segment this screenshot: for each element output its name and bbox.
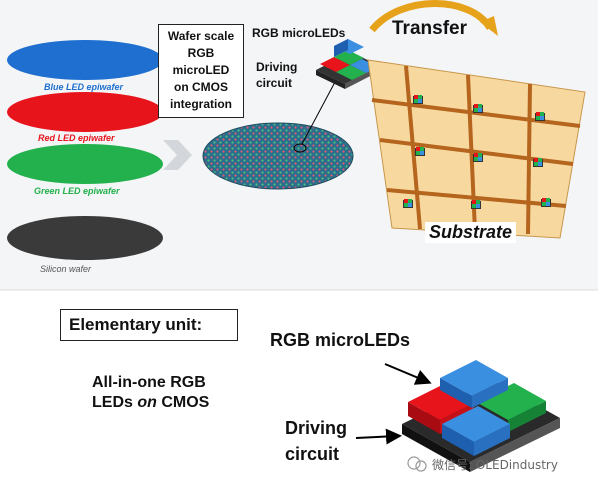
integration-box: Wafer scale RGB microLED on CMOS integra… [158,24,244,118]
all-in-one-line-2: LEDs on CMOS [92,394,209,412]
zoom-circle [293,143,307,153]
transfer-arrow-icon [369,0,493,33]
small-chip-green-2 [334,50,364,65]
substrate-chips [403,95,551,209]
small-chip-red [320,57,350,72]
blue-wafer-label: Blue LED epiwafer [44,82,124,92]
all-in-one-line-1: All-in-one RGB [92,374,206,391]
top-rgb-label: RGB microLEDs [252,26,346,40]
top-driving-label-2: circuit [256,76,293,90]
elementary-chip [402,360,560,472]
substrate-plane [367,59,586,239]
top-driving-label-1: Driving [256,60,298,74]
green-wafer [7,144,163,184]
substrate-label: Substrate [425,222,517,243]
chevron-arrow-icon [163,140,192,170]
wechat-icon [407,456,427,472]
all-in-one-leds: LEDs [92,394,138,411]
green-wafer-label: Green LED epiwafer [34,186,120,196]
driving-arrow [355,428,402,445]
integration-line-5: integration [170,97,232,111]
red-wafer-label: Red LED epiwafer [38,133,115,143]
silicon-wafer-label: Silicon wafer [40,264,92,274]
elementary-driving-label-1: Driving [285,418,348,438]
small-chip-green [336,65,366,80]
watermark: 微信号: OLEDindustry [432,458,558,472]
all-in-one-on: on [137,394,157,411]
elementary-driving-label-2: circuit [285,444,340,464]
blue-wafer [7,40,163,80]
integration-line-2: RGB [187,46,215,60]
integration-line-3: microLED [172,63,230,77]
all-in-one-cmos: CMOS [156,394,210,411]
elementary-title-box: Elementary unit: [60,309,238,341]
transfer-label: Transfer [392,18,467,39]
integration-line-4: on CMOS [174,80,228,94]
integration-line-1: Wafer scale [167,29,235,43]
zoom-line [301,81,336,145]
silicon-wafer [7,216,163,260]
rgb-arrow [384,363,432,385]
elementary-title: Elementary unit: [69,315,203,334]
elementary-rgb-label: RGB microLEDs [270,330,411,350]
integrated-wafer [202,122,354,190]
red-wafer [7,92,163,132]
